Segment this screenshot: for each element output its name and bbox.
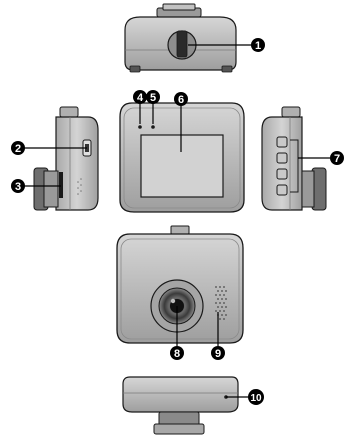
callout-5: 5 <box>146 90 160 104</box>
led-indicator-a <box>138 125 142 129</box>
left-side-view <box>33 106 99 211</box>
callout-9: 9 <box>211 346 225 360</box>
speaker-grille <box>215 286 227 320</box>
callout-2: 2 <box>11 141 25 155</box>
callout-6: 6 <box>174 92 188 106</box>
svg-text:4: 4 <box>137 92 144 104</box>
callout-7: 7 <box>330 151 344 165</box>
buttons-bracket <box>290 139 299 193</box>
svg-text:2: 2 <box>15 143 21 155</box>
svg-text:7: 7 <box>334 153 340 165</box>
screen-view <box>119 102 245 213</box>
bottom-body <box>122 376 239 413</box>
callout-3: 3 <box>11 179 25 193</box>
svg-text:6: 6 <box>178 94 184 106</box>
bottom-view <box>122 376 239 435</box>
led-indicator-b <box>151 125 155 129</box>
callouts: 1 2 3 4 5 6 7 8 <box>11 38 344 405</box>
side-button-2 <box>276 152 288 164</box>
right-side-view <box>261 106 327 211</box>
lcd-screen <box>140 134 224 198</box>
lens-view <box>116 225 244 344</box>
leader-lines <box>24 44 330 398</box>
callout-8: 8 <box>170 346 184 360</box>
svg-text:3: 3 <box>15 181 21 193</box>
callout-4: 4 <box>133 90 147 104</box>
svg-text:5: 5 <box>150 92 156 104</box>
side-button-1 <box>276 136 288 148</box>
callout-10: 10 <box>248 389 264 405</box>
svg-text:9: 9 <box>215 348 221 360</box>
svg-text:1: 1 <box>255 40 261 52</box>
memory-card-slot <box>59 172 63 198</box>
top-view <box>124 3 237 73</box>
callout-1: 1 <box>251 38 265 52</box>
svg-text:8: 8 <box>174 348 180 360</box>
svg-text:10: 10 <box>250 393 262 404</box>
side-button-3 <box>276 168 288 180</box>
side-button-4 <box>276 184 288 196</box>
